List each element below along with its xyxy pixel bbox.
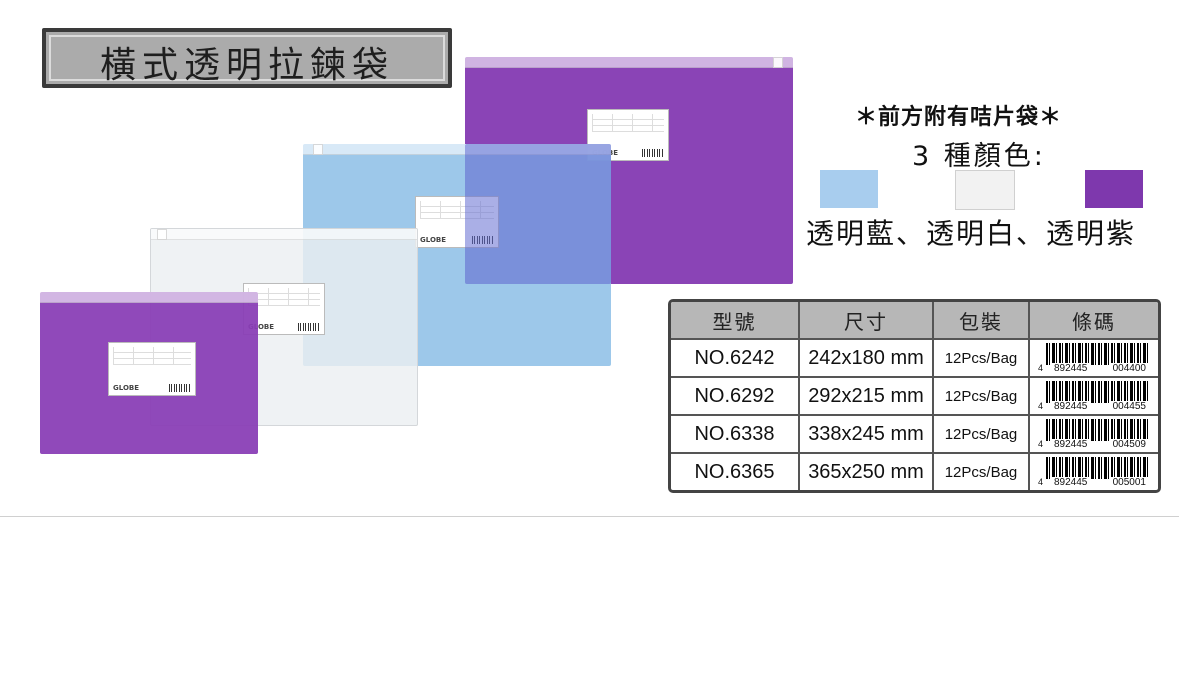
- divider-line: [0, 516, 1179, 517]
- zipper: [465, 57, 793, 68]
- table-row: NO.6292 292x215 mm 12Pcs/Bag 4 892445 0044…: [671, 377, 1158, 417]
- label-logo: GLOBE: [113, 384, 140, 392]
- barcode-left-digits: 892445: [1052, 439, 1090, 451]
- table-row: NO.6338 338x245 mm 12Pcs/Bag 4 892445 0045…: [671, 415, 1158, 455]
- cell-model: NO.6365: [671, 453, 800, 490]
- label-barcode: [169, 384, 191, 392]
- table-header-row: 型號 尺寸 包裝 條碼: [671, 302, 1158, 340]
- header-size: 尺寸: [799, 302, 934, 340]
- swatch-white: [955, 170, 1015, 210]
- spec-table: 型號 尺寸 包裝 條碼 NO.6242 242x180 mm 12Pcs/Bag…: [668, 299, 1161, 493]
- barcode-right-digits: 004509: [1110, 439, 1148, 451]
- barcode-left-digits: 892445: [1052, 363, 1090, 374]
- colors-count: 3 種顏色:: [912, 141, 1046, 172]
- barcode-right-digits: 005001: [1110, 477, 1148, 489]
- header-barcode: 條碼: [1029, 302, 1158, 340]
- zipper-pull: [313, 144, 323, 155]
- zipper: [40, 292, 258, 303]
- barcode-left-digits: 892445: [1052, 477, 1090, 489]
- business-card-pocket: GLOBE: [108, 342, 196, 396]
- header-model: 型號: [671, 302, 800, 340]
- swatch-blue: [820, 170, 878, 208]
- cell-pack: 12Pcs/Bag: [933, 453, 1030, 490]
- cell-model: NO.6292: [671, 377, 800, 417]
- barcode: 4 892445 005001: [1038, 456, 1150, 489]
- cell-barcode: 4 892445 005001: [1029, 453, 1158, 490]
- label-spec-grid: [248, 288, 320, 306]
- label-barcode: [298, 323, 320, 331]
- table-row: NO.6365 365x250 mm 12Pcs/Bag 4 892445 0050…: [671, 453, 1158, 490]
- table-row: NO.6242 242x180 mm 12Pcs/Bag 4 892445 0044…: [671, 339, 1158, 379]
- zipper-pull: [157, 229, 167, 240]
- front-pocket-note: ＊前方附有咭片袋＊: [855, 105, 1063, 130]
- barcode-first-digit: 4: [1038, 401, 1044, 412]
- label-spec-grid: [113, 347, 191, 365]
- barcode-right-digits: 004400: [1110, 363, 1148, 374]
- barcode-right-digits: 004455: [1110, 401, 1148, 413]
- barcode-bars: [1046, 343, 1150, 365]
- zipper: [151, 229, 417, 240]
- label-spec-grid: [592, 114, 664, 132]
- cell-barcode: 4 892445 004400: [1029, 339, 1158, 379]
- label-logo: GLOBE: [248, 323, 275, 331]
- cell-size: 338x245 mm: [799, 415, 934, 455]
- title-inner-border: [49, 35, 445, 81]
- page-title: 橫式透明拉鍊袋: [99, 45, 394, 86]
- cell-barcode: 4 892445 004455: [1029, 377, 1158, 417]
- barcode-first-digit: 4: [1038, 439, 1044, 450]
- cell-size: 242x180 mm: [799, 339, 934, 379]
- bag-purple-small: GLOBE: [40, 292, 258, 454]
- cell-pack: 12Pcs/Bag: [933, 339, 1030, 379]
- barcode-first-digit: 4: [1038, 363, 1044, 373]
- barcode-bars: [1046, 457, 1150, 480]
- colors-names: 透明藍、透明白、透明紫: [806, 217, 1137, 250]
- cell-size: 365x250 mm: [799, 453, 934, 490]
- header-pack: 包裝: [933, 302, 1030, 340]
- barcode-bars: [1046, 381, 1150, 404]
- swatch-purple: [1085, 170, 1143, 208]
- label-logo: GLOBE: [420, 236, 447, 244]
- cell-pack: 12Pcs/Bag: [933, 415, 1030, 455]
- barcode-first-digit: 4: [1038, 477, 1044, 488]
- zipper: [303, 144, 611, 155]
- barcode-left-digits: 892445: [1052, 401, 1090, 413]
- zipper-pull: [773, 57, 783, 68]
- cell-size: 292x215 mm: [799, 377, 934, 417]
- cell-model: NO.6242: [671, 339, 800, 379]
- label-barcode: [642, 149, 664, 157]
- cell-pack: 12Pcs/Bag: [933, 377, 1030, 417]
- barcode: 4 892445 004455: [1038, 380, 1150, 413]
- barcode-bars: [1046, 419, 1150, 442]
- cell-barcode: 4 892445 004509: [1029, 415, 1158, 455]
- barcode: 4 892445 004400: [1038, 342, 1150, 374]
- bag-overlap-shade: [465, 144, 611, 284]
- cell-model: NO.6338: [671, 415, 800, 455]
- barcode: 4 892445 004509: [1038, 418, 1150, 451]
- title-banner: 橫式透明拉鍊袋: [42, 28, 452, 88]
